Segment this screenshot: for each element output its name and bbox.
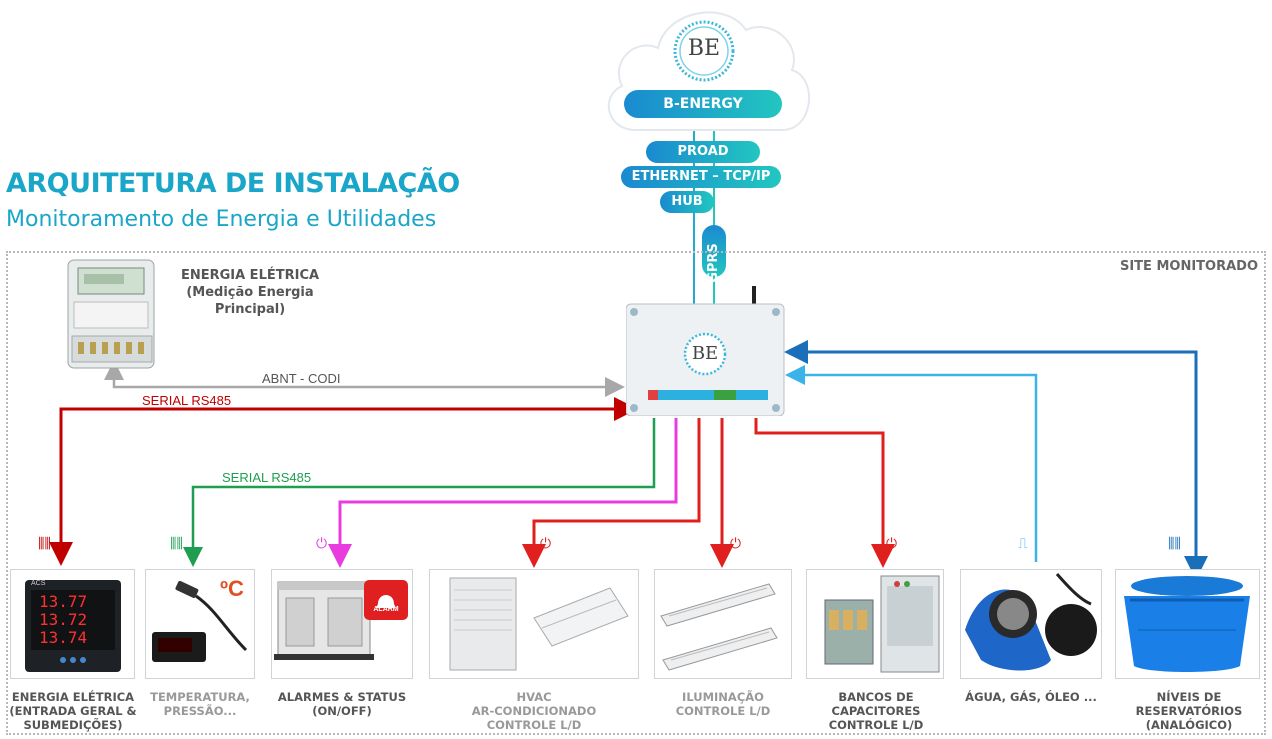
controller-box: [626, 286, 785, 416]
submeter-brand: ACS: [31, 580, 46, 587]
caption-meters: ÁGUA, GÁS, ÓLEO ...: [965, 690, 1097, 704]
switch-symbol-4: ⏻: [886, 535, 898, 551]
submeter-reading-1: 13.77: [39, 592, 88, 611]
generator-image: [274, 580, 408, 660]
site-boundary: [6, 251, 1266, 735]
device-card-capacitors: [806, 569, 944, 679]
caption-temperature: TEMPERATURA, PRESSÃO...: [150, 690, 250, 718]
page-title: ARQUITETURA DE INSTALAÇÃO: [6, 168, 460, 199]
water-tank-image: [1124, 576, 1250, 672]
link-ethernet: ETHERNET – TCP/IP: [621, 166, 781, 188]
serial-rs485-red-label: SERIAL RS485: [142, 393, 232, 408]
flow-meter-image: [965, 573, 1097, 671]
cloud-logo-ring: [673, 20, 735, 82]
alarm-badge: ALARM: [373, 606, 399, 613]
meter-title-line-3: Principal): [214, 302, 286, 317]
abnt-codi-label: ABNT - CODI: [262, 371, 341, 386]
switch-symbol-1: ⏻: [316, 535, 328, 551]
device-card-meters: [960, 569, 1102, 679]
pulse-symbol-2: ⫼⫼: [170, 535, 183, 551]
meter-title-line-1: ENERGIA ELÉTRICA: [180, 268, 320, 283]
meter-title-line-2: (Medição Energia: [186, 285, 314, 300]
submeter-reading-2: 13.72: [39, 610, 88, 629]
site-label: SITE MONITORADO: [1119, 259, 1258, 274]
pulse-symbol-1: ⫼⫼: [38, 535, 51, 551]
temperature-sensor-image: [152, 580, 248, 662]
controller-logo-text: BE: [691, 343, 719, 364]
meter-title: ENERGIA ELÉTRICA (Medição Energia Princi…: [160, 267, 340, 318]
device-card-alarms: ALARM: [271, 569, 413, 679]
lighting-image: [660, 583, 778, 671]
hvac-image: [449, 577, 629, 671]
switch-symbol-2: ⏻: [540, 535, 552, 551]
cloud-logo-text: BE: [687, 36, 721, 61]
device-card-lighting: [654, 569, 792, 679]
link-proad: PROAD: [646, 141, 760, 163]
capacitor-bank-image: [824, 575, 940, 673]
pulse-symbol-3: ⫼⫼: [1168, 535, 1181, 551]
caption-tanks: NÍVEIS DE RESERVATÓRIOS (ANALÓGICO): [1135, 690, 1243, 732]
caption-hvac: HVAC AR-CONDICIONADO CONTROLE L/D: [471, 690, 597, 732]
cloud-name-badge: B-ENERGY: [624, 90, 782, 118]
caption-capacitors: BANCOS DE CAPACITORES CONTROLE L/D: [828, 690, 924, 732]
caption-lighting: ILUMINAÇÃO CONTROLE L/D: [675, 690, 771, 718]
energy-meter-image: [67, 259, 155, 369]
temperature-unit: ºC: [220, 576, 244, 601]
submeter-reading-3: 13.74: [39, 628, 88, 647]
device-card-energy: ACS 13.77 13.72 13.74: [10, 569, 135, 679]
device-card-tanks: [1115, 569, 1260, 679]
page-subtitle: Monitoramento de Energia e Utilidades: [6, 207, 437, 232]
device-card-temperature: ºC: [145, 569, 255, 679]
switch-symbol-3: ⏻: [730, 535, 742, 551]
device-card-hvac: [429, 569, 639, 679]
pulse-wave-symbol: ⎍: [1018, 535, 1028, 551]
serial-rs485-green-label: SERIAL RS485: [222, 470, 312, 485]
energy-submeter-image: [25, 580, 121, 672]
caption-alarms: ALARMES & STATUS (ON/OFF): [277, 690, 407, 718]
caption-energy: ENERGIA ELÉTRICA (ENTRADA GERAL & SUBMED…: [9, 690, 137, 732]
link-hub: HUB: [660, 191, 714, 213]
